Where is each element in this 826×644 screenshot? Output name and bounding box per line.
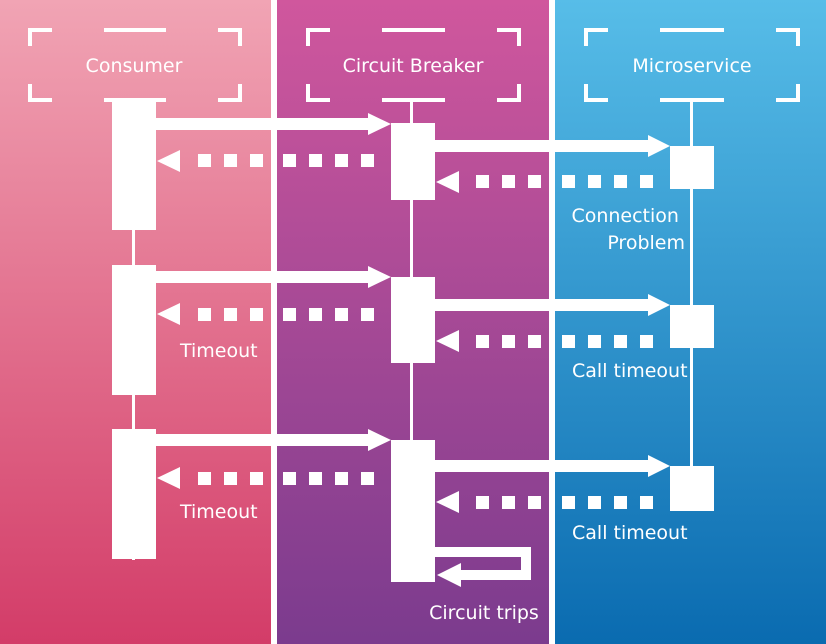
consumer-activation-1 bbox=[112, 100, 156, 230]
lane-divider bbox=[271, 0, 277, 644]
timeout-label: Timeout bbox=[179, 340, 258, 362]
circuit-breaker-header-box bbox=[306, 28, 521, 102]
timeout-label: Timeout bbox=[179, 501, 258, 523]
timeout-response-arrow-dotted bbox=[157, 303, 374, 325]
lane-divider bbox=[549, 0, 555, 644]
failure-response-arrow-dotted bbox=[436, 491, 653, 513]
forward-request-arrow bbox=[435, 455, 670, 477]
connection-problem-label: Connection Problem bbox=[571, 205, 685, 254]
failure-response-arrow-dotted bbox=[436, 171, 653, 193]
consumer-title: Consumer bbox=[86, 55, 183, 77]
breaker-activation-1 bbox=[391, 123, 435, 200]
failure-response-arrow-dotted bbox=[436, 330, 653, 352]
forward-request-arrow bbox=[435, 294, 670, 316]
circuit-breaker-title: Circuit Breaker bbox=[343, 55, 484, 77]
request-arrow bbox=[156, 266, 391, 288]
microservice-activation-3 bbox=[670, 466, 714, 511]
response-arrow-dotted bbox=[157, 150, 374, 172]
call-timeout-label: Call timeout bbox=[572, 522, 688, 544]
microservice-title: Microservice bbox=[632, 55, 751, 77]
microservice-activation-2 bbox=[670, 305, 714, 348]
forward-request-arrow bbox=[435, 135, 670, 157]
breaker-activation-2 bbox=[391, 277, 435, 363]
timeout-response-arrow-dotted bbox=[157, 467, 374, 489]
request-arrow bbox=[156, 113, 391, 135]
breaker-activation-3 bbox=[391, 440, 435, 582]
circuit-trips-arrowhead bbox=[437, 563, 461, 587]
consumer-activation-3 bbox=[112, 429, 156, 559]
circuit-trips-self-loop-arrow bbox=[435, 547, 531, 580]
call-timeout-label: Call timeout bbox=[572, 360, 688, 382]
consumer-activation-2 bbox=[112, 265, 156, 395]
request-arrow bbox=[156, 429, 391, 451]
circuit-trips-label: Circuit trips bbox=[429, 602, 539, 624]
microservice-activation-1 bbox=[670, 146, 714, 189]
microservice-lifeline bbox=[690, 100, 693, 500]
